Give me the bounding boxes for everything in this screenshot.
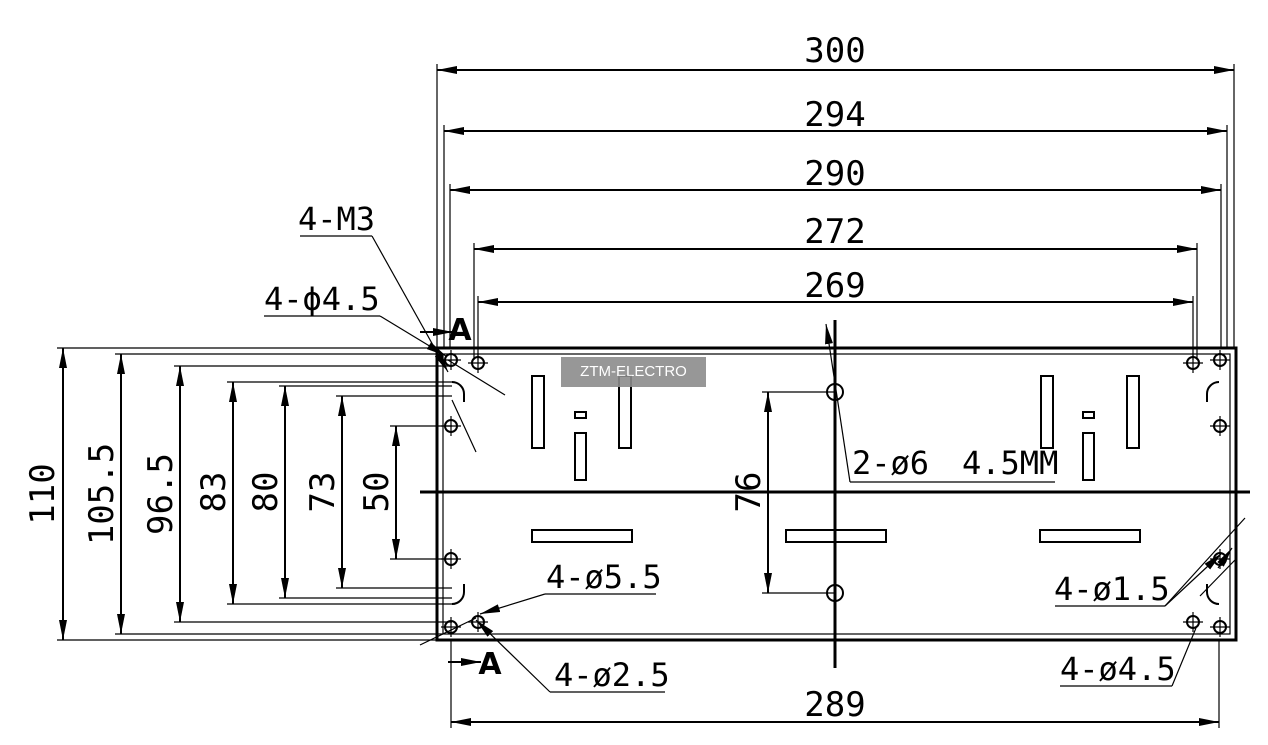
callout-4-d2-5: 4-ø2.5	[554, 656, 670, 694]
section-mark-bottom: A	[478, 647, 502, 682]
callout-4-phi4-5: 4-ϕ4.5	[264, 280, 380, 318]
center-hole-dimension	[762, 391, 835, 594]
dim-96-5: 96.5	[141, 453, 181, 535]
callout-thickness: 4.5MM	[962, 444, 1058, 482]
dim-290: 290	[804, 154, 865, 194]
dim-294: 294	[804, 95, 865, 135]
callout-2-d6: 2-ø6	[852, 444, 929, 482]
dim-300: 300	[804, 31, 865, 71]
callout-4-d5-5: 4-ø5.5	[546, 558, 662, 596]
center-hole-bottom	[826, 584, 844, 602]
dim-269: 269	[804, 266, 865, 306]
section-mark-top: A	[448, 313, 472, 348]
dim-110: 110	[23, 463, 63, 524]
dim-50: 50	[357, 472, 397, 513]
dim-105-5: 105.5	[82, 443, 122, 545]
dim-73: 73	[303, 472, 343, 513]
callout-4-d4-5-bottom: 4-ø4.5	[1060, 650, 1176, 688]
watermark: ZTM-ELECTRO	[561, 357, 706, 387]
section-marks	[420, 328, 481, 666]
callout-leaders	[264, 235, 1246, 693]
dim-76: 76	[729, 472, 769, 513]
bottom-dimension-line	[450, 640, 1220, 728]
dim-272: 272	[804, 212, 865, 252]
dim-83: 83	[194, 472, 234, 513]
dim-80: 80	[246, 472, 286, 513]
left-dimension-lines	[57, 347, 452, 641]
plate-outline	[420, 320, 1250, 668]
callout-4-m3: 4-M3	[298, 200, 375, 238]
top-dimension-lines	[436, 64, 1235, 360]
dim-289: 289	[804, 685, 865, 725]
callout-4-d1-5: 4-ø1.5	[1054, 570, 1170, 608]
